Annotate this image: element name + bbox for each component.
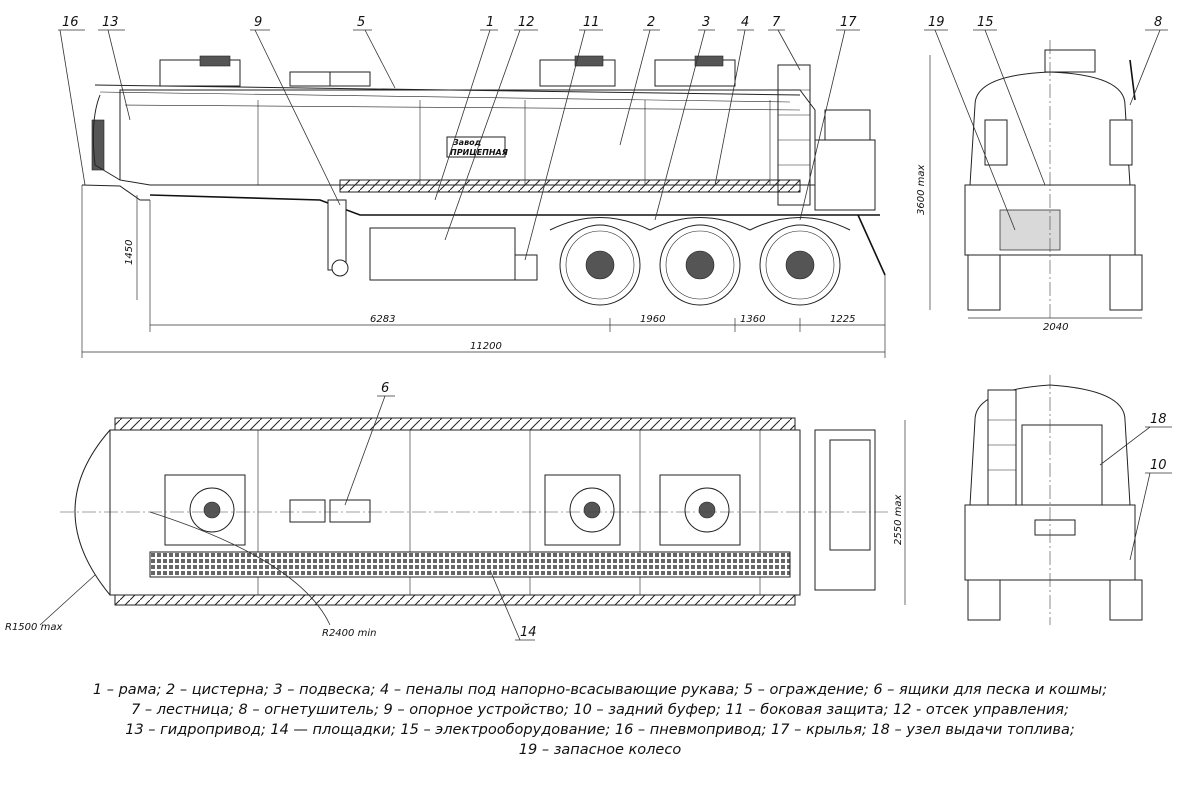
legend-line-4: 19 – запасное колесо xyxy=(518,742,682,758)
dim-r1500: R1500 max xyxy=(5,622,62,633)
rear-ladder-2 xyxy=(987,389,1017,506)
manholes-top xyxy=(164,474,741,546)
legend-line-1: 1 – рама; 2 – цистерна; 3 – подвеска; 4 … xyxy=(92,682,1108,698)
callout-15: 15 xyxy=(977,15,994,30)
callout-6: 6 xyxy=(381,381,389,396)
dim-1960: 1960 xyxy=(640,314,665,325)
front-swing-arc xyxy=(74,429,111,596)
top-railing xyxy=(94,84,801,96)
dim-6283: 6283 xyxy=(370,314,395,325)
brand-plate-line2: ПРИЦЕПНАЯ xyxy=(450,148,508,157)
wheels-side xyxy=(559,224,841,306)
legend-line-3: 13 – гидропривод; 14 — площадки; 15 – эл… xyxy=(125,722,1075,738)
callout-16: 16 xyxy=(62,15,79,30)
control-compartment xyxy=(369,227,516,281)
hose-tubes xyxy=(339,179,801,193)
brand-plate-line1: Завод xyxy=(453,138,481,147)
rear-view-bottom xyxy=(964,375,1143,625)
legend-line-2: 7 – лестница; 8 – огнетушитель; 9 – опор… xyxy=(131,702,1069,718)
callout-18: 18 xyxy=(1150,412,1167,427)
dim-2550: 2550 max xyxy=(893,495,904,545)
rear-wheel-right xyxy=(1109,254,1143,311)
support-legs xyxy=(327,199,349,277)
sand-box-1 xyxy=(289,499,326,523)
callout-10: 10 xyxy=(1150,458,1167,473)
callout-12: 12 xyxy=(518,15,535,30)
parts-legend: 1 – рама; 2 – цистерна; 3 – подвеска; 4 … xyxy=(0,680,1200,760)
callout-9: 9 xyxy=(254,15,262,30)
dim-3600: 3600 max xyxy=(916,165,927,215)
brand-plate-side: Завод ПРИЦЕПНАЯ xyxy=(446,136,508,158)
fuel-dispensing-unit xyxy=(1021,424,1103,506)
callout-19: 19 xyxy=(928,15,945,30)
side-view: Завод ПРИЦЕПНАЯ 6283 1960 1360 1225 1120… xyxy=(81,55,886,358)
walkway-platforms xyxy=(149,551,791,578)
callout-7: 7 xyxy=(772,15,781,30)
callouts: 16 13 9 5 1 12 11 2 3 4 7 17 19 15 8 6 1… xyxy=(58,15,1172,641)
callout-11: 11 xyxy=(583,15,600,30)
dim-1225: 1225 xyxy=(830,314,855,325)
front-frame-edge xyxy=(81,184,150,201)
callout-3: 3 xyxy=(702,15,710,30)
dim-1450: 1450 xyxy=(124,240,135,265)
callout-8: 8 xyxy=(1154,15,1162,30)
callout-14: 14 xyxy=(520,625,537,640)
fenders xyxy=(549,217,851,231)
callout-13: 13 xyxy=(102,15,119,30)
tank-front-cap xyxy=(92,94,121,181)
front-light-box xyxy=(91,119,105,171)
rear-wheel-left xyxy=(967,254,1001,311)
dim-2040: 2040 xyxy=(1043,322,1068,333)
dim-11200: 11200 xyxy=(470,341,502,352)
dim-r2400: R2400 min xyxy=(322,628,376,639)
top-view: 2550 max R1500 max R2400 min xyxy=(5,417,906,639)
manhole-covers xyxy=(159,55,736,87)
radius-2400-arc xyxy=(149,511,331,626)
callout-1: 1 xyxy=(486,15,494,30)
dim-1360: 1360 xyxy=(740,314,765,325)
rear-view-top: 3600 max 2040 xyxy=(916,40,1143,333)
rear-ladder xyxy=(777,64,811,206)
tank-semitrailer-drawing: Завод ПРИЦЕПНАЯ 6283 1960 1360 1225 1120… xyxy=(5,15,1172,641)
callout-5: 5 xyxy=(357,15,365,30)
chassis-frame xyxy=(149,194,880,216)
callout-17: 17 xyxy=(840,15,857,30)
rear-platform xyxy=(814,139,876,211)
callout-4: 4 xyxy=(741,15,749,30)
sand-box-2 xyxy=(329,499,371,523)
callout-2: 2 xyxy=(647,15,655,30)
